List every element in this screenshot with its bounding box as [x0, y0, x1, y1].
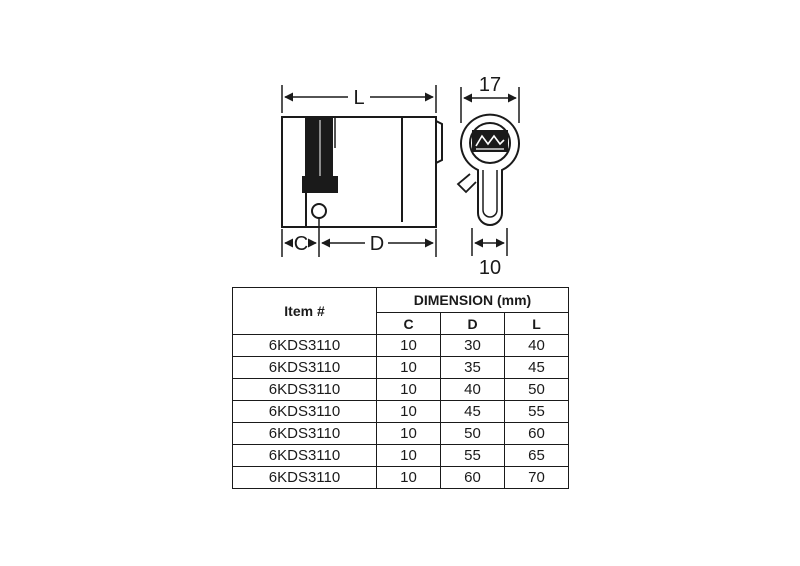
item-cell: 6KDS3110: [232, 400, 377, 423]
c-cell: 10: [376, 334, 441, 357]
column-header-l: L: [504, 312, 569, 335]
plug-circle: [469, 122, 511, 164]
profile-slot: [482, 170, 498, 218]
width-bottom-dimension: [471, 228, 508, 256]
dimension-table: Item # DIMENSION (mm) C D L 6KDS3110 10 …: [232, 287, 569, 489]
c-cell: 10: [376, 466, 441, 489]
profile-outline: [460, 113, 520, 226]
item-cell: 6KDS3110: [232, 334, 377, 357]
table-row: 6KDS3110 10 55 65: [232, 444, 569, 467]
c-cell: 10: [376, 400, 441, 423]
table-row: 6KDS3110 10 40 50: [232, 378, 569, 401]
item-cell: 6KDS3110: [232, 444, 377, 467]
d-cell: 35: [440, 356, 505, 379]
d-cell: 55: [440, 444, 505, 467]
d-dimension-label: D: [370, 233, 384, 255]
item-header: Item #: [232, 287, 377, 335]
cd-dimensions: [281, 218, 437, 257]
cam: [302, 117, 338, 193]
rear-cap: [435, 120, 443, 164]
l-cell: 40: [504, 334, 569, 357]
cylinder-lock-diagram: L C D 17 10: [281, 74, 520, 279]
d-cell: 45: [440, 400, 505, 423]
keyway: [472, 130, 508, 152]
cam-tab: [456, 173, 477, 194]
l-cell: 45: [504, 356, 569, 379]
table-row: 6KDS3110 10 60 70: [232, 466, 569, 489]
l-cell: 60: [504, 422, 569, 445]
c-cell: 10: [376, 422, 441, 445]
side-view: [281, 116, 443, 228]
d-cell: 30: [440, 334, 505, 357]
cylinder-body-outline: [281, 116, 437, 228]
l-cell: 55: [504, 400, 569, 423]
table-row: 6KDS3110 10 30 40: [232, 334, 569, 357]
length-label: L: [353, 87, 364, 109]
c-dimension-label: C: [294, 233, 308, 255]
end-view: [456, 113, 520, 226]
mounting-hole: [311, 203, 327, 219]
column-header-d: D: [440, 312, 505, 335]
column-header-c: C: [376, 312, 441, 335]
item-cell: 6KDS3110: [232, 378, 377, 401]
d-cell: 60: [440, 466, 505, 489]
item-cell: 6KDS3110: [232, 422, 377, 445]
l-cell: 50: [504, 378, 569, 401]
dimension-header: DIMENSION (mm): [376, 287, 569, 313]
l-cell: 65: [504, 444, 569, 467]
table-row: 6KDS3110 10 50 60: [232, 422, 569, 445]
table-row: 6KDS3110 10 35 45: [232, 356, 569, 379]
c-cell: 10: [376, 444, 441, 467]
table-row: 6KDS3110 10 45 55: [232, 400, 569, 423]
d-cell: 40: [440, 378, 505, 401]
width-bottom-label: 10: [479, 257, 501, 279]
c-cell: 10: [376, 378, 441, 401]
width-top-dimension: [460, 87, 520, 123]
length-dimension: [281, 85, 437, 113]
item-cell: 6KDS3110: [232, 466, 377, 489]
l-cell: 70: [504, 466, 569, 489]
c-cell: 10: [376, 356, 441, 379]
item-cell: 6KDS3110: [232, 356, 377, 379]
width-top-label: 17: [479, 74, 501, 96]
d-cell: 50: [440, 422, 505, 445]
